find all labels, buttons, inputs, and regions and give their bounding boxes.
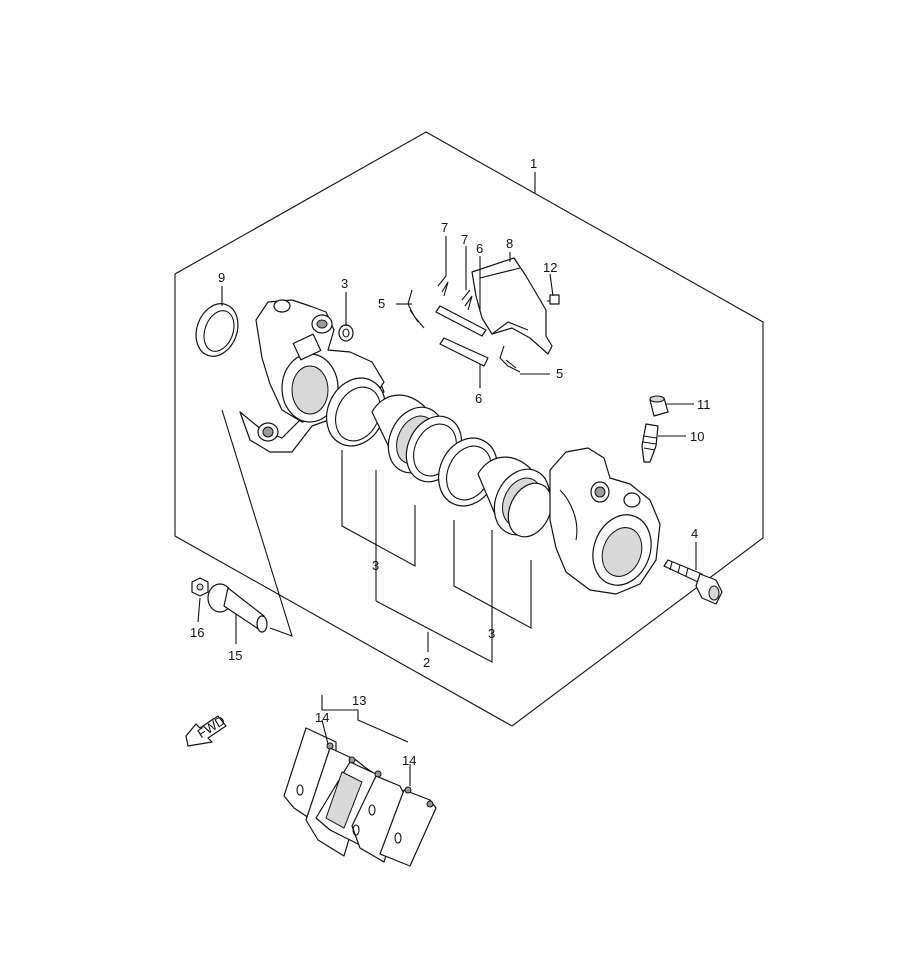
callout-3b: 3 <box>372 558 379 573</box>
callout-6a: 6 <box>476 241 483 256</box>
callout-11: 11 <box>697 397 711 412</box>
pad-guide-line <box>221 409 293 637</box>
callout-13: 13 <box>352 693 366 708</box>
part-16-nut <box>191 577 209 597</box>
callout-6b: 6 <box>475 391 482 406</box>
callout-7b: 7 <box>461 232 468 247</box>
bracket-3-left <box>341 450 416 567</box>
bracket-2 <box>375 530 493 663</box>
part-3-small-seal <box>338 324 354 342</box>
callout-4: 4 <box>691 526 698 541</box>
callout-8: 8 <box>506 236 513 251</box>
callout-labels: 1 2 3 3 3 3 4 5 5 6 6 7 7 8 9 10 11 12 1… <box>190 156 711 768</box>
callout-3c: 3 <box>488 626 495 641</box>
callout-14b: 14 <box>402 753 416 768</box>
leader-lines <box>197 236 697 786</box>
caliper-half-right <box>549 447 661 595</box>
callout-5a: 5 <box>378 296 385 311</box>
callout-15: 15 <box>228 648 242 663</box>
part-6-pin-upper <box>435 305 487 337</box>
callout-5b: 5 <box>556 366 563 381</box>
part-8-spring-plate <box>471 257 553 355</box>
part-6-pin-lower <box>439 337 489 367</box>
part-11-cap <box>649 395 669 417</box>
callout-16: 16 <box>190 625 204 640</box>
callout-1: 1 <box>530 156 537 171</box>
callout-7a: 7 <box>441 220 448 235</box>
fwd-arrow-icon: FWD <box>185 713 228 747</box>
part-7-clips <box>437 275 473 311</box>
fwd-label: FWD <box>195 713 228 741</box>
part-5-clips <box>407 289 521 373</box>
callout-14a: 14 <box>315 710 329 725</box>
part-4-bolt <box>663 559 723 605</box>
callout-10: 10 <box>690 429 704 444</box>
part-12-screw <box>547 294 560 305</box>
piston-right <box>477 456 553 538</box>
callout-2: 2 <box>423 655 430 670</box>
callout-9: 9 <box>218 270 225 285</box>
part-10-bleeder <box>641 423 659 463</box>
assembly-boundary <box>174 131 764 727</box>
callout-3a: 3 <box>341 276 348 291</box>
part-15-pin <box>207 583 268 633</box>
callout-12: 12 <box>543 260 557 275</box>
brake-pad-set <box>283 727 437 867</box>
part-9-cap <box>195 303 239 357</box>
pad-group-bracket <box>321 695 409 743</box>
